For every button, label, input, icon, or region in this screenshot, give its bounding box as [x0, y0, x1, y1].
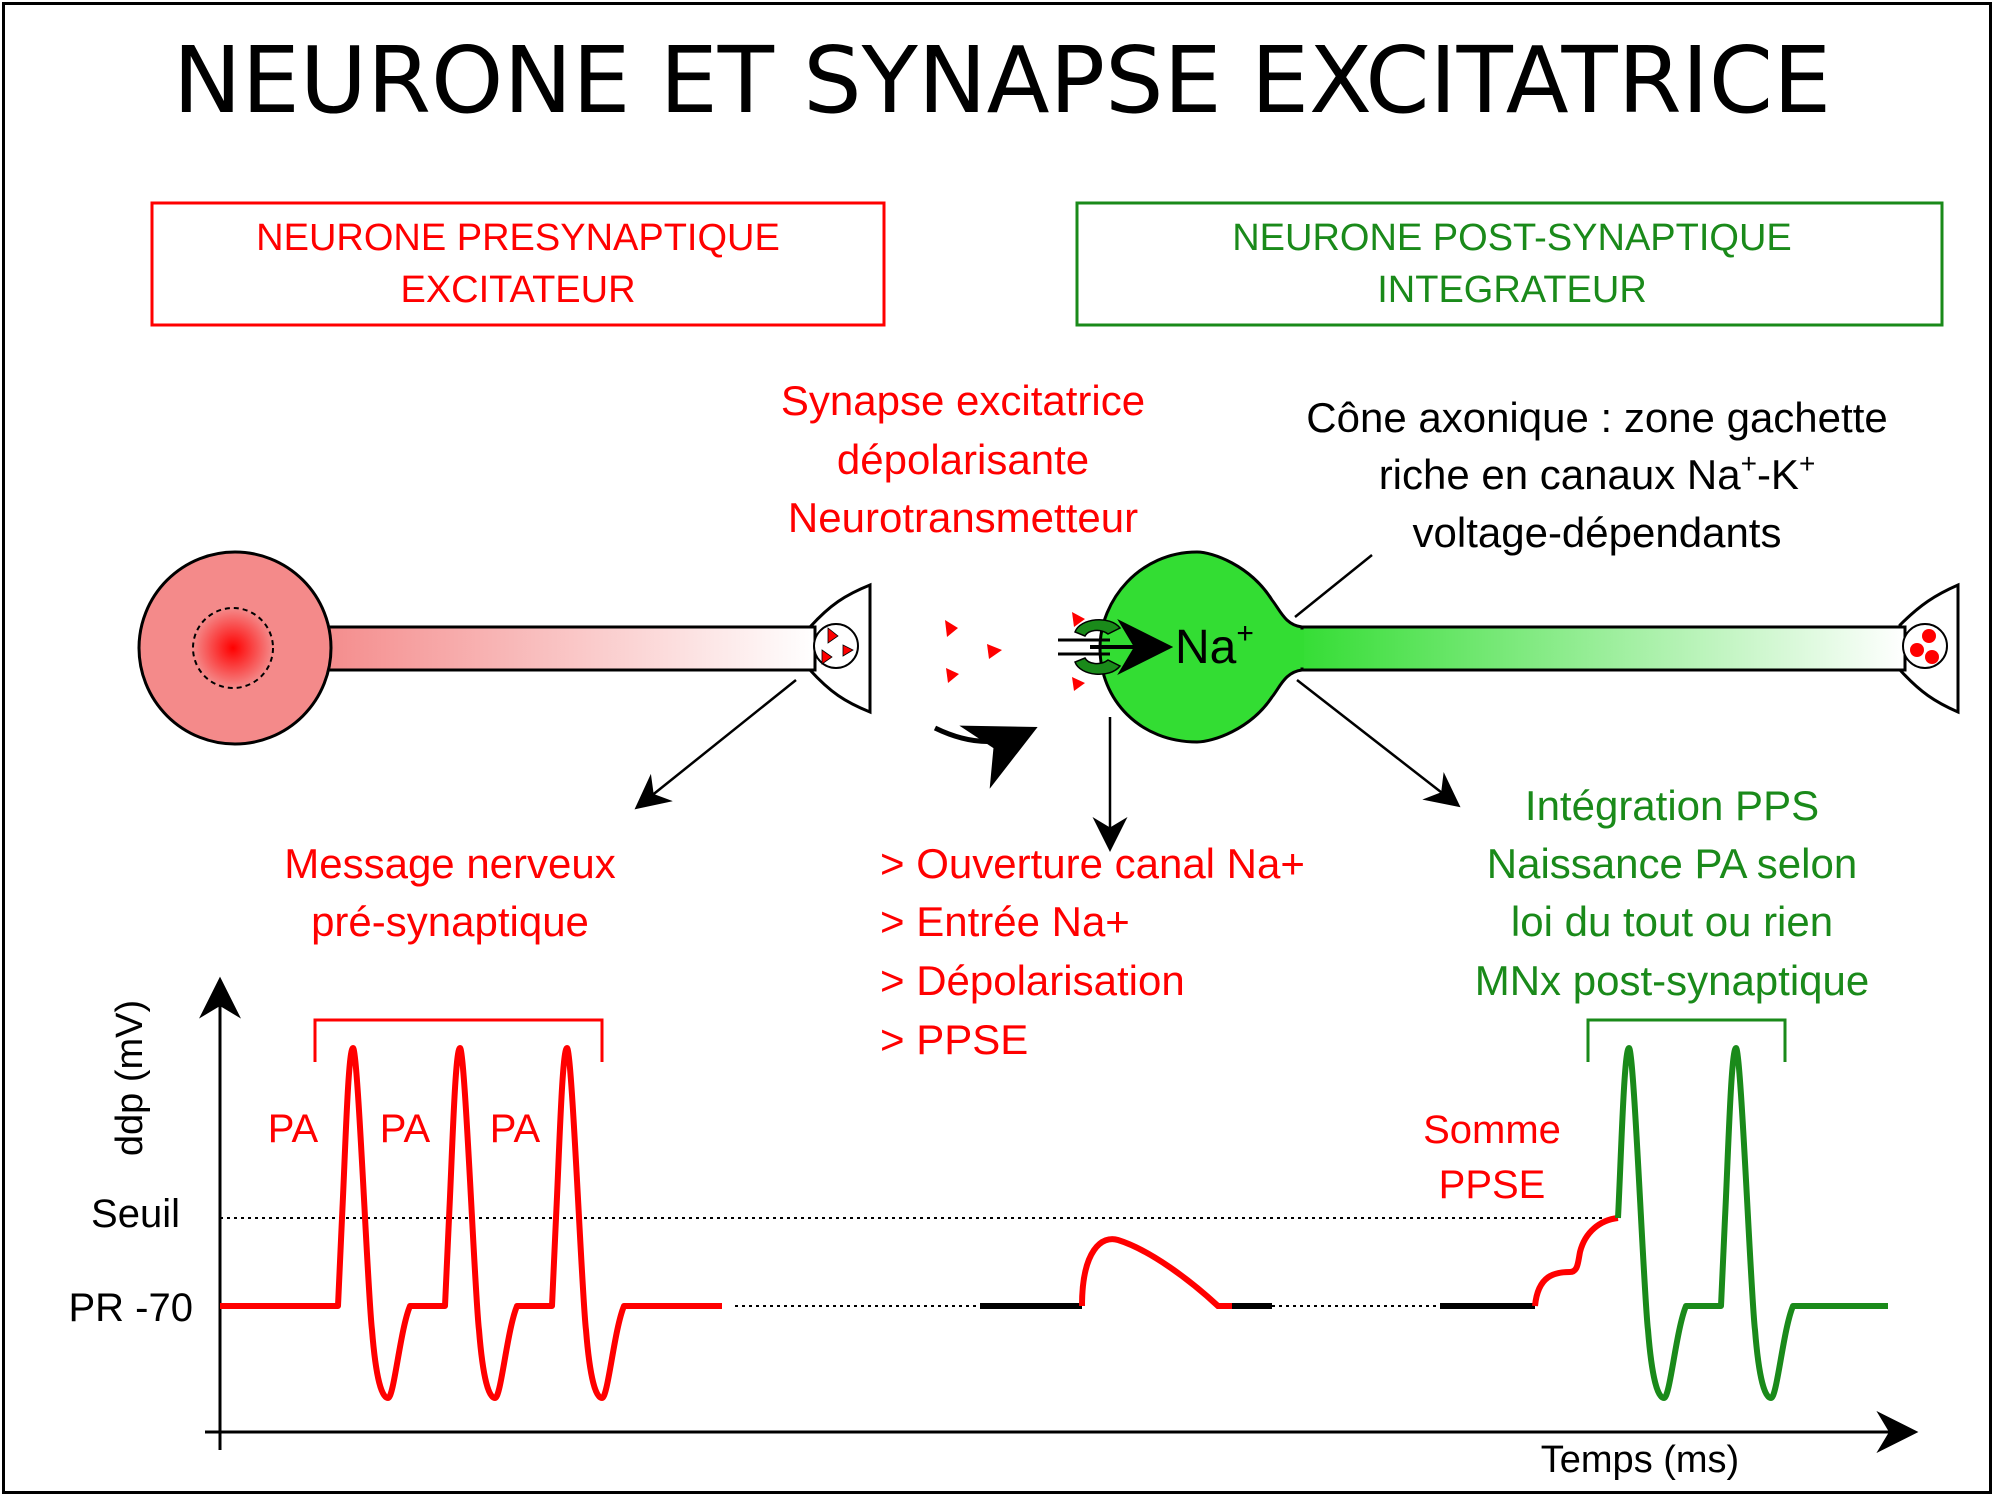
presynaptic-pa-train: [220, 1045, 722, 1401]
cone-label-line1: Cône axonique : zone gachette: [1306, 394, 1887, 441]
post-integration-line4: MNx post-synaptique: [1475, 957, 1870, 1004]
cone-label-line2: riche en canaux Na+-K+: [1379, 448, 1816, 498]
diffusion-arrow: [933, 725, 1038, 789]
post-pa-bracket: [1586, 1018, 1787, 1062]
cone-label-line3: voltage-dépendants: [1413, 509, 1782, 556]
potential-graph: ddp (mV) Temps (ms) Seuil PR -70 PA PA P…: [69, 976, 1919, 1481]
na-ion-label: Na+: [1175, 617, 1254, 674]
neurotransmitters: [933, 612, 1085, 789]
pre-message-line1: Message nerveux: [284, 840, 616, 887]
post-integration-line3: loi du tout ou rien: [1511, 898, 1833, 945]
synapse-step-4: > PPSE: [880, 1016, 1028, 1063]
synapse-steps: > Ouverture canal Na+ > Entrée Na+ > Dép…: [880, 840, 1305, 1063]
presynaptic-neuron: [137, 550, 872, 746]
post-integration-line1: Intégration PPS: [1525, 782, 1819, 829]
presynaptic-axon: [313, 625, 817, 672]
synapse-label-line2: dépolarisante: [837, 436, 1089, 483]
na-channel-icon: [1058, 619, 1174, 675]
pa-bracket: [313, 1018, 604, 1062]
synapse-step-3: > Dépolarisation: [880, 957, 1185, 1004]
rest-potential-label: PR -70: [69, 1286, 194, 1330]
synaptic-vesicle: [813, 623, 859, 669]
synapse-label-line3: Neurotransmetteur: [788, 494, 1138, 541]
presynaptic-box: NEURONE PRESYNAPTIQUE EXCITATEUR: [150, 201, 886, 327]
presynaptic-box-line2: EXCITATEUR: [400, 269, 635, 311]
postsynaptic-box: NEURONE POST-SYNAPTIQUE INTEGRATEUR: [1075, 201, 1944, 327]
cone-axonique-label: Cône axonique : zone gachette riche en c…: [1294, 394, 1888, 618]
pa-label-2: PA: [380, 1107, 431, 1151]
synapse-step-2: > Entrée Na+: [880, 898, 1130, 945]
arrow-to-pre-message: [634, 679, 797, 810]
summed-ppse: [1532, 1215, 1619, 1307]
postsynaptic-axon: [1293, 625, 1907, 672]
postsynaptic-neuron: Na+: [1058, 550, 1960, 744]
pa-label-1: PA: [268, 1107, 319, 1151]
postsynaptic-box-line2: INTEGRATEUR: [1377, 269, 1647, 311]
pre-message-label: Message nerveux pré-synaptique: [284, 840, 616, 945]
y-axis-label: ddp (mV): [109, 1000, 151, 1156]
pre-message-line2: pré-synaptique: [311, 898, 589, 945]
synapse-step-1: > Ouverture canal Na+: [880, 840, 1305, 887]
synapse-label: Synapse excitatrice dépolarisante Neurot…: [781, 377, 1145, 541]
postsynaptic-pa-train: [1615, 1045, 1888, 1401]
presynaptic-nucleus: [192, 607, 274, 689]
pa-label-3: PA: [490, 1107, 541, 1151]
synapse-label-line1: Synapse excitatrice: [781, 377, 1145, 424]
postsynaptic-box-line1: NEURONE POST-SYNAPTIQUE: [1232, 217, 1792, 259]
post-integration-label: Intégration PPS Naissance PA selon loi d…: [1475, 782, 1870, 1004]
presynaptic-box-line1: NEURONE PRESYNAPTIQUE: [256, 217, 780, 259]
single-ppse: [1079, 1236, 1232, 1309]
page-title: NEURONE ET SYNAPSE EXCITATRICE: [173, 27, 1831, 134]
x-axis-label: Temps (ms): [1541, 1439, 1739, 1481]
sum-label-line1: Somme: [1423, 1108, 1561, 1152]
arrow-to-integration: [1296, 679, 1461, 808]
post-integration-line2: Naissance PA selon: [1487, 840, 1857, 887]
threshold-label: Seuil: [91, 1192, 180, 1236]
sum-label-line2: PPSE: [1439, 1163, 1546, 1207]
